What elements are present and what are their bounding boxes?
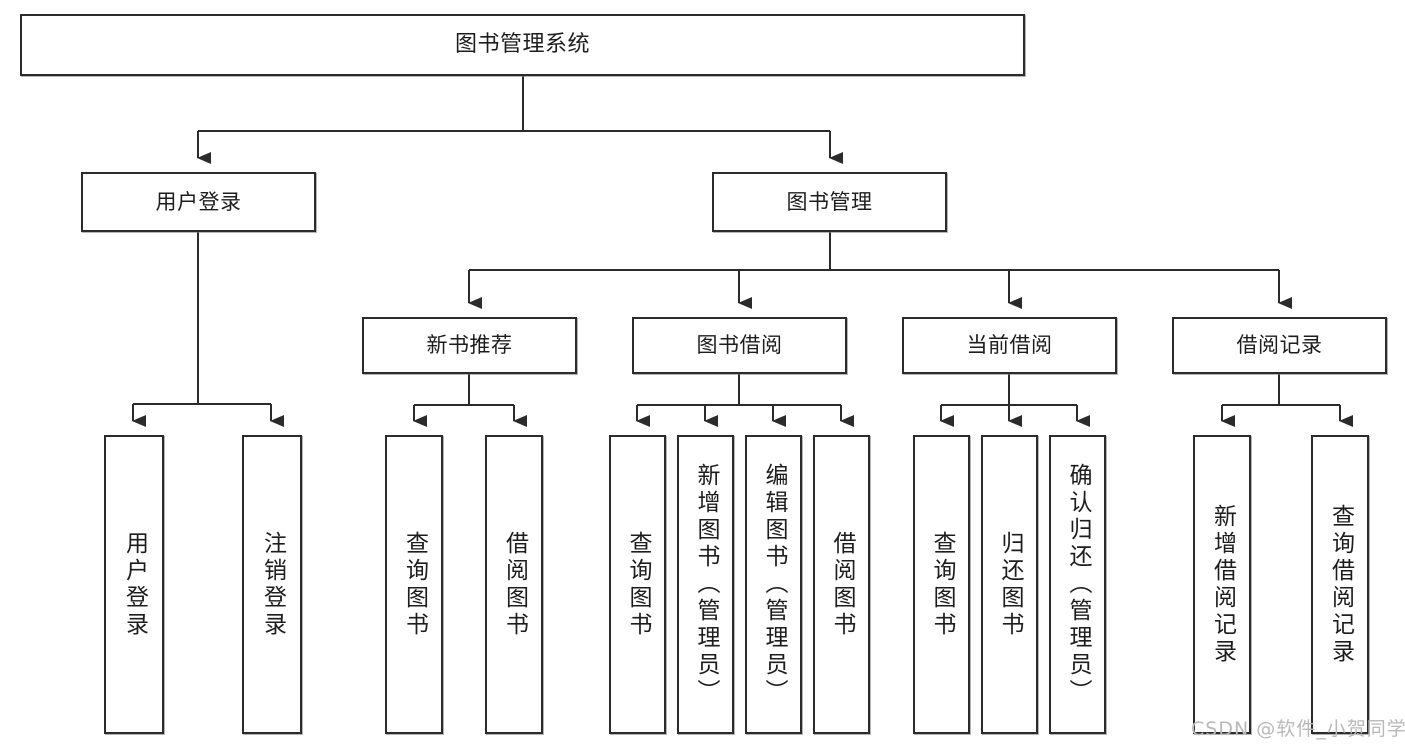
node-book-management[interactable]: 图书管理: [712, 172, 947, 232]
leaf-borrow-record-add-record[interactable]: 新增借阅记录: [1193, 435, 1251, 734]
csdn-watermark: CSDN @软件_小贺同学: [1191, 718, 1405, 740]
leaf-current-borrow-confirm-return-admin[interactable]: 确认归还（管理员）: [1049, 435, 1106, 734]
node-label: 图书借阅: [696, 333, 783, 358]
node-label: 用户登录: [155, 189, 242, 214]
node-label: 查询图书: [625, 530, 651, 639]
node-label: 图书管理: [786, 189, 873, 214]
node-label: 查询图书: [929, 530, 955, 639]
node-label: 新书推荐: [426, 333, 513, 358]
leaf-user-login-login[interactable]: 用户登录: [104, 435, 164, 734]
node-current-borrow[interactable]: 当前借阅: [902, 317, 1117, 374]
leaf-book-borrow-borrow-book[interactable]: 借阅图书: [813, 435, 870, 734]
leaf-user-login-logout[interactable]: 注销登录: [242, 435, 302, 734]
node-book-borrow[interactable]: 图书借阅: [632, 317, 847, 374]
leaf-borrow-record-query-record[interactable]: 查询借阅记录: [1311, 435, 1369, 734]
leaf-new-book-borrow-book[interactable]: 借阅图书: [485, 435, 543, 734]
node-label: 注销登录: [259, 530, 286, 639]
node-label: 借阅图书: [829, 530, 855, 639]
node-label: 编辑图书（管理员）: [761, 463, 787, 706]
node-label: 归还图书: [997, 530, 1023, 639]
leaf-book-borrow-add-book-admin[interactable]: 新增图书（管理员）: [677, 435, 734, 734]
node-new-book-recommend[interactable]: 新书推荐: [362, 317, 577, 374]
node-borrow-record[interactable]: 借阅记录: [1172, 317, 1387, 374]
leaf-new-book-query-book[interactable]: 查询图书: [385, 435, 443, 734]
node-label: 借阅记录: [1236, 333, 1323, 358]
leaf-book-borrow-query-book[interactable]: 查询图书: [609, 435, 666, 734]
node-label: 新增借阅记录: [1209, 503, 1236, 666]
node-label: 查询图书: [401, 530, 428, 639]
node-label: 当前借阅: [966, 333, 1053, 358]
node-user-login[interactable]: 用户登录: [81, 172, 316, 232]
node-root-book-management-system[interactable]: 图书管理系统: [20, 14, 1025, 76]
node-label: 借阅图书: [501, 530, 528, 639]
node-label: 图书管理系统: [454, 32, 590, 58]
leaf-current-borrow-return-book[interactable]: 归还图书: [981, 435, 1038, 734]
node-label: 新增图书（管理员）: [693, 463, 719, 706]
leaf-current-borrow-query-book[interactable]: 查询图书: [913, 435, 970, 734]
node-label: 确认归还（管理员）: [1065, 463, 1091, 706]
node-label: 查询借阅记录: [1327, 503, 1354, 666]
leaf-book-borrow-edit-book-admin[interactable]: 编辑图书（管理员）: [745, 435, 802, 734]
node-label: 用户登录: [121, 530, 148, 639]
